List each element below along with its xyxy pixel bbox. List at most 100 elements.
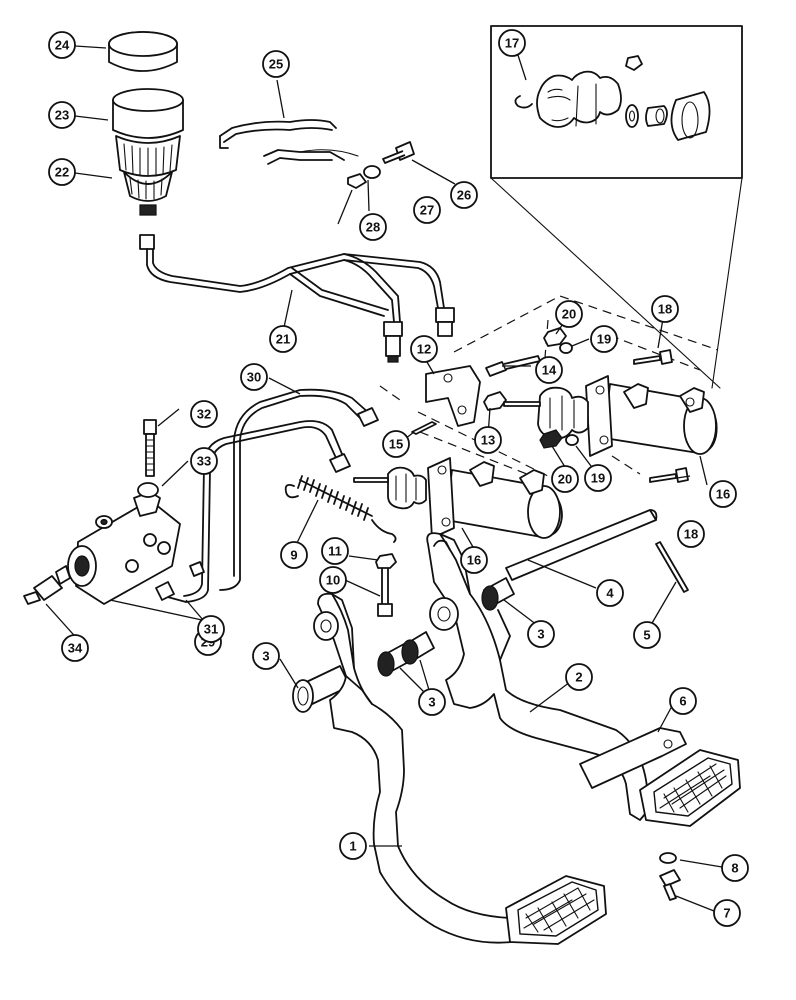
cross-shaft xyxy=(505,509,658,581)
svg-text:3: 3 xyxy=(428,695,435,710)
svg-text:27: 27 xyxy=(420,203,434,218)
svg-text:20: 20 xyxy=(562,307,576,322)
assembly-dashed-lines xyxy=(379,295,719,481)
reservoir-body xyxy=(112,88,184,216)
reservoir-cap xyxy=(108,31,178,72)
callout-5: 5 xyxy=(633,621,661,649)
roll-pin xyxy=(655,541,689,593)
master-cylinder-lower xyxy=(353,457,563,539)
callout-12: 12 xyxy=(410,335,438,363)
svg-text:13: 13 xyxy=(481,433,495,448)
proportioning-valve xyxy=(67,491,181,605)
clutch-pedal xyxy=(313,592,521,944)
svg-text:21: 21 xyxy=(276,332,290,347)
callout-19: 19 xyxy=(584,464,612,492)
svg-text:19: 19 xyxy=(597,332,611,347)
callout-20: 20 xyxy=(555,300,583,328)
callout-26: 26 xyxy=(450,181,478,209)
callout-13: 13 xyxy=(474,426,502,454)
callout-2: 2 xyxy=(565,663,593,691)
svg-text:15: 15 xyxy=(389,437,403,452)
master-cylinder-upper xyxy=(585,375,718,457)
svg-text:33: 33 xyxy=(197,454,211,469)
callout-30: 30 xyxy=(240,363,268,391)
callout-14: 14 xyxy=(535,356,563,384)
svg-text:20: 20 xyxy=(558,472,572,487)
svg-text:16: 16 xyxy=(716,487,730,502)
svg-text:1: 1 xyxy=(349,839,356,854)
svg-text:22: 22 xyxy=(55,165,69,180)
callout-8: 8 xyxy=(721,854,749,882)
clevis xyxy=(425,365,481,427)
adjuster-screw xyxy=(659,852,681,901)
bracket xyxy=(219,119,359,165)
callout-11: 11 xyxy=(321,537,349,565)
callout-9: 9 xyxy=(280,541,308,569)
callout-6: 6 xyxy=(669,687,697,715)
adjuster-bolt xyxy=(375,553,397,617)
svg-text:14: 14 xyxy=(542,363,557,378)
callout-34: 34 xyxy=(61,634,89,662)
svg-text:17: 17 xyxy=(505,36,519,51)
callout-20: 20 xyxy=(551,465,579,493)
callout-3: 3 xyxy=(527,620,555,648)
callout-25: 25 xyxy=(262,50,290,78)
copper-washer xyxy=(137,482,159,498)
callout-21: 21 xyxy=(269,325,297,353)
callout-22: 22 xyxy=(48,158,76,186)
callout-1: 1 xyxy=(339,832,367,860)
svg-text:4: 4 xyxy=(606,586,614,601)
bolt xyxy=(382,141,415,164)
svg-text:26: 26 xyxy=(457,188,471,203)
svg-text:7: 7 xyxy=(723,906,730,921)
svg-text:18: 18 xyxy=(658,302,672,317)
callout-17: 17 xyxy=(498,29,526,57)
callout-16: 16 xyxy=(709,480,737,508)
svg-text:2: 2 xyxy=(575,670,582,685)
svg-text:34: 34 xyxy=(68,641,83,656)
callout-32: 32 xyxy=(190,400,218,428)
pipe-assembly xyxy=(139,234,455,363)
callout-10: 10 xyxy=(319,566,347,594)
svg-text:28: 28 xyxy=(366,220,380,235)
clutch-pedal-pad xyxy=(505,875,607,945)
svg-text:23: 23 xyxy=(55,108,69,123)
boot-upper xyxy=(503,386,589,440)
callout-24: 24 xyxy=(48,31,76,59)
svg-text:30: 30 xyxy=(247,370,261,385)
svg-text:11: 11 xyxy=(328,544,342,559)
callout-15: 15 xyxy=(382,430,410,458)
svg-text:24: 24 xyxy=(55,38,70,53)
pipe-lines-to-valve xyxy=(155,388,379,603)
callout-31: 31 xyxy=(197,615,225,643)
callout-18: 18 xyxy=(677,520,705,548)
return-spring xyxy=(284,475,397,543)
svg-text:25: 25 xyxy=(269,57,283,72)
washer xyxy=(363,165,381,179)
callout-33: 33 xyxy=(190,447,218,475)
svg-text:3: 3 xyxy=(262,649,269,664)
clip xyxy=(411,421,437,435)
callout-16: 16 xyxy=(460,546,488,574)
svg-text:31: 31 xyxy=(204,622,218,637)
callout-7: 7 xyxy=(713,899,741,927)
brake-pedal xyxy=(426,532,651,821)
svg-text:32: 32 xyxy=(197,407,211,422)
svg-text:5: 5 xyxy=(643,628,650,643)
inset-box-master-cylinder-seal-kit xyxy=(490,25,743,389)
locknut xyxy=(483,391,507,411)
banjo-bolt xyxy=(143,419,157,477)
callout-23: 23 xyxy=(48,101,76,129)
callout-19: 19 xyxy=(590,325,618,353)
callout-3: 3 xyxy=(418,688,446,716)
svg-text:9: 9 xyxy=(290,548,297,563)
fasteners-upper xyxy=(539,327,689,483)
svg-text:3: 3 xyxy=(537,627,544,642)
callout-4: 4 xyxy=(596,579,624,607)
svg-text:6: 6 xyxy=(679,694,686,709)
nut xyxy=(347,173,367,189)
pressure-switch xyxy=(23,565,71,605)
callout-27: 27 xyxy=(413,196,441,224)
